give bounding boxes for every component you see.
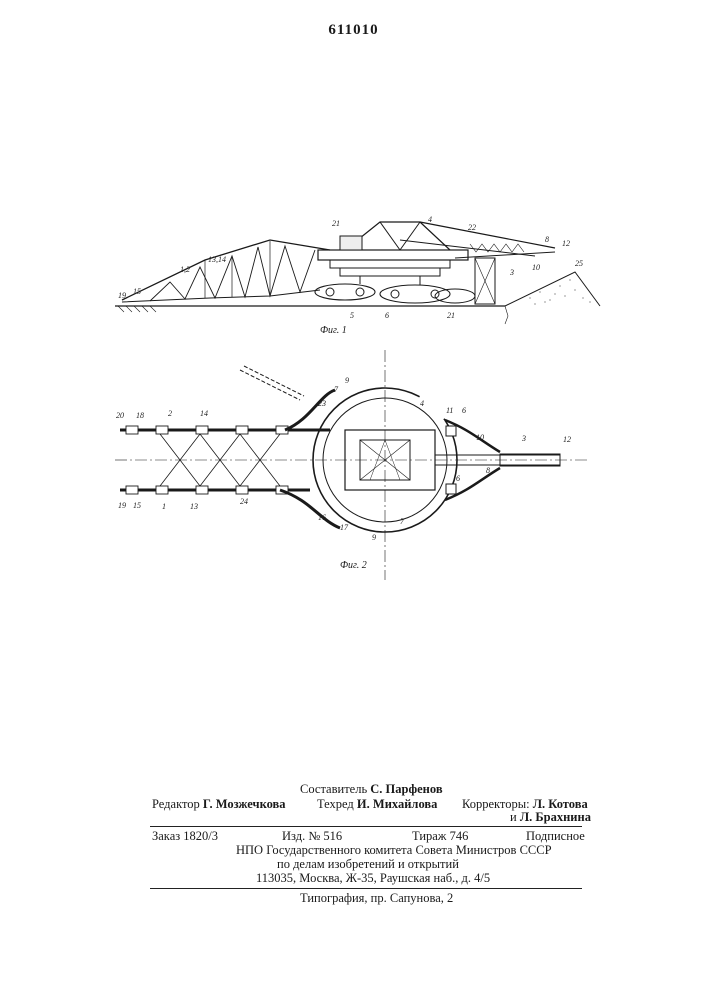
subscription-note: Подписное [526, 829, 585, 844]
organization-address: 113035, Москва, Ж-35, Раушская наб., д. … [256, 871, 490, 886]
corrector-2-prefix: и [510, 810, 517, 824]
compiler-label: Составитель [300, 782, 367, 796]
imprint-divider-bottom [150, 888, 582, 889]
compiler-name: С. Парфенов [370, 782, 442, 796]
circulation: Тираж 746 [412, 829, 468, 844]
editor-label: Редактор [152, 797, 200, 811]
techred-name: И. Михайлова [357, 797, 437, 811]
organization-line-1: НПО Государственного комитета Совета Мин… [236, 843, 552, 858]
editor-name: Г. Мозжечкова [203, 797, 286, 811]
corrector-1-name: Л. Котова [533, 797, 588, 811]
order-number: Заказ 1820/3 [152, 829, 218, 844]
editor-line: Редактор Г. Мозжечкова [152, 797, 286, 812]
correctors-label: Корректоры: [462, 797, 530, 811]
organization-line-2: по делам изобретений и открытий [277, 857, 459, 872]
edition-number: Изд. № 516 [282, 829, 342, 844]
techred-label: Техред [317, 797, 354, 811]
techred-line: Техред И. Михайлова [317, 797, 437, 812]
compiler-line: Составитель С. Парфенов [300, 782, 443, 797]
corrector-2-line: и Л. Брахнина [510, 810, 591, 825]
corrector-2-name: Л. Брахнина [520, 810, 591, 824]
imprint-divider [150, 826, 582, 827]
printer-line: Типография, пр. Сапунова, 2 [300, 891, 453, 906]
